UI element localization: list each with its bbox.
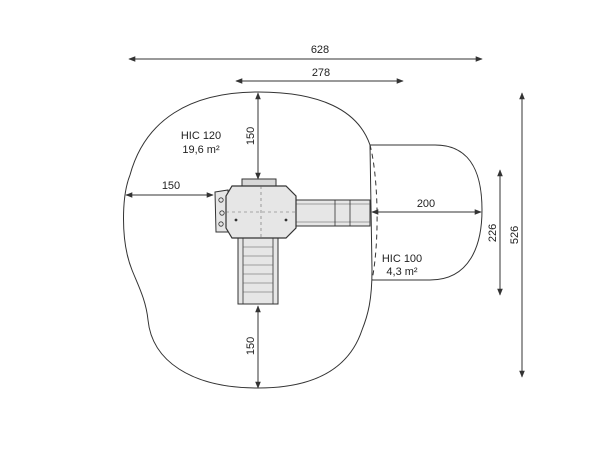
ladder <box>237 237 279 305</box>
overall-depth-label: 526 <box>509 226 521 244</box>
overall-width-label: 628 <box>311 44 329 56</box>
left-depth-label: 150 <box>162 180 180 192</box>
slide-zone-area-label: 4,3 m² <box>386 266 418 278</box>
main-zone-area-label: 19,6 m² <box>182 144 220 156</box>
slide-zone-depth-label: 226 <box>487 224 499 242</box>
inner-width-label: 278 <box>312 67 330 79</box>
slide-zone-hic-label: HIC 100 <box>382 253 422 265</box>
slide-extension-label: 200 <box>417 198 435 210</box>
bottom-depth-label: 150 <box>245 337 257 355</box>
tower-platform <box>225 178 297 239</box>
slide <box>289 199 371 227</box>
main-zone-hic-label: HIC 120 <box>181 130 221 142</box>
zone-overlap-dashed-line <box>369 144 378 281</box>
main-safety-zone-outline <box>123 91 373 389</box>
top-depth-label: 150 <box>245 127 257 145</box>
slide-safety-zone-outline <box>370 144 483 281</box>
